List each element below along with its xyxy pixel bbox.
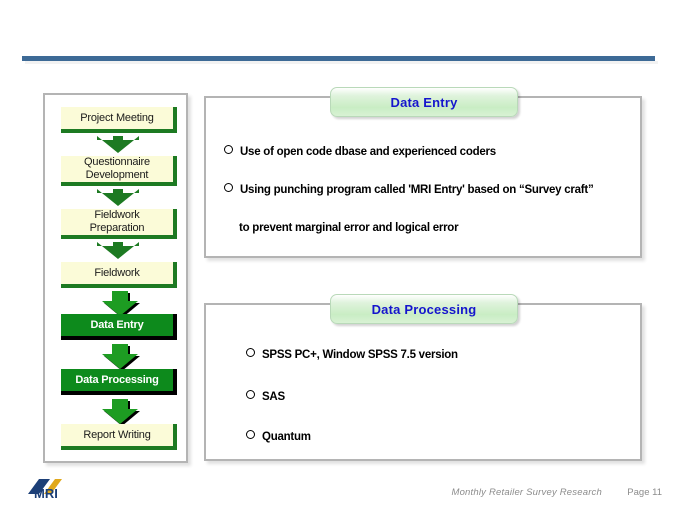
flow-step-label: Project Meeting xyxy=(80,111,154,124)
flow-step-label: Fieldwork xyxy=(94,266,140,279)
flow-arrow-3-icon xyxy=(95,241,141,260)
bullet-text: Quantum xyxy=(262,431,311,443)
bullet-continuation-text: to prevent marginal error and logical er… xyxy=(239,222,459,234)
footer-note: Monthly Retailer Survey Research xyxy=(451,487,602,498)
svg-text:MRI: MRI xyxy=(34,486,58,501)
flow-arrow-5-icon xyxy=(97,344,141,370)
page-number: Page 11 xyxy=(627,487,662,498)
bullet-circle-icon xyxy=(224,183,233,192)
flow-step-label: Report Writing xyxy=(83,428,151,441)
panel-title: Data Processing xyxy=(371,301,477,317)
flow-step-project-meeting[interactable]: Project Meeting xyxy=(61,107,177,133)
data-processing-title-badge: Data Processing xyxy=(330,294,518,324)
flow-step-label: Data Processing xyxy=(75,373,159,386)
bullet-text: Use of open code dbase and experienced c… xyxy=(240,146,496,158)
flow-step-data-processing[interactable]: Data Processing xyxy=(61,369,177,395)
bullet-text: Using punching program called 'MRI Entry… xyxy=(240,184,594,196)
bullet-text: SPSS PC+, Window SPSS 7.5 version xyxy=(262,349,458,361)
bullet-circle-icon xyxy=(246,390,255,399)
bullet-item: SAS xyxy=(246,390,285,403)
title-rule xyxy=(22,56,655,61)
flow-step-fieldwork[interactable]: Fieldwork xyxy=(61,262,177,288)
panel-title: Data Entry xyxy=(390,94,458,110)
flow-arrow-2-icon xyxy=(95,188,141,207)
flow-step-questionnaire-development[interactable]: Questionnaire Development xyxy=(61,156,177,186)
flow-step-data-entry[interactable]: Data Entry xyxy=(61,314,177,340)
bullet-circle-icon xyxy=(246,348,255,357)
flow-step-report-writing[interactable]: Report Writing xyxy=(61,424,177,450)
flow-arrow-1-icon xyxy=(95,135,141,154)
bullet-item: SPSS PC+, Window SPSS 7.5 version xyxy=(246,348,458,361)
flow-step-label: Fieldwork Preparation xyxy=(89,209,145,234)
mri-logo: MRI xyxy=(26,477,82,503)
flow-step-label: Data Entry xyxy=(90,318,144,331)
bullet-text: SAS xyxy=(262,391,285,403)
flow-step-fieldwork-preparation[interactable]: Fieldwork Preparation xyxy=(61,209,177,239)
data-entry-title-badge: Data Entry xyxy=(330,87,518,117)
title-rule-shadow xyxy=(25,61,658,64)
bullet-item: Using punching program called 'MRI Entry… xyxy=(224,183,594,196)
flow-arrow-6-icon xyxy=(97,399,141,425)
data-entry-panel: Use of open code dbase and experienced c… xyxy=(204,96,642,258)
bullet-item: Use of open code dbase and experienced c… xyxy=(224,145,496,158)
flow-arrow-4-icon xyxy=(97,291,141,317)
process-flowchart-panel: Project Meeting Questionnaire Developmen… xyxy=(43,93,188,463)
data-processing-panel: SPSS PC+, Window SPSS 7.5 version SAS Qu… xyxy=(204,303,642,461)
flow-step-label: Questionnaire Development xyxy=(84,156,150,181)
bullet-circle-icon xyxy=(224,145,233,154)
bullet-circle-icon xyxy=(246,430,255,439)
bullet-item: Quantum xyxy=(246,430,311,443)
